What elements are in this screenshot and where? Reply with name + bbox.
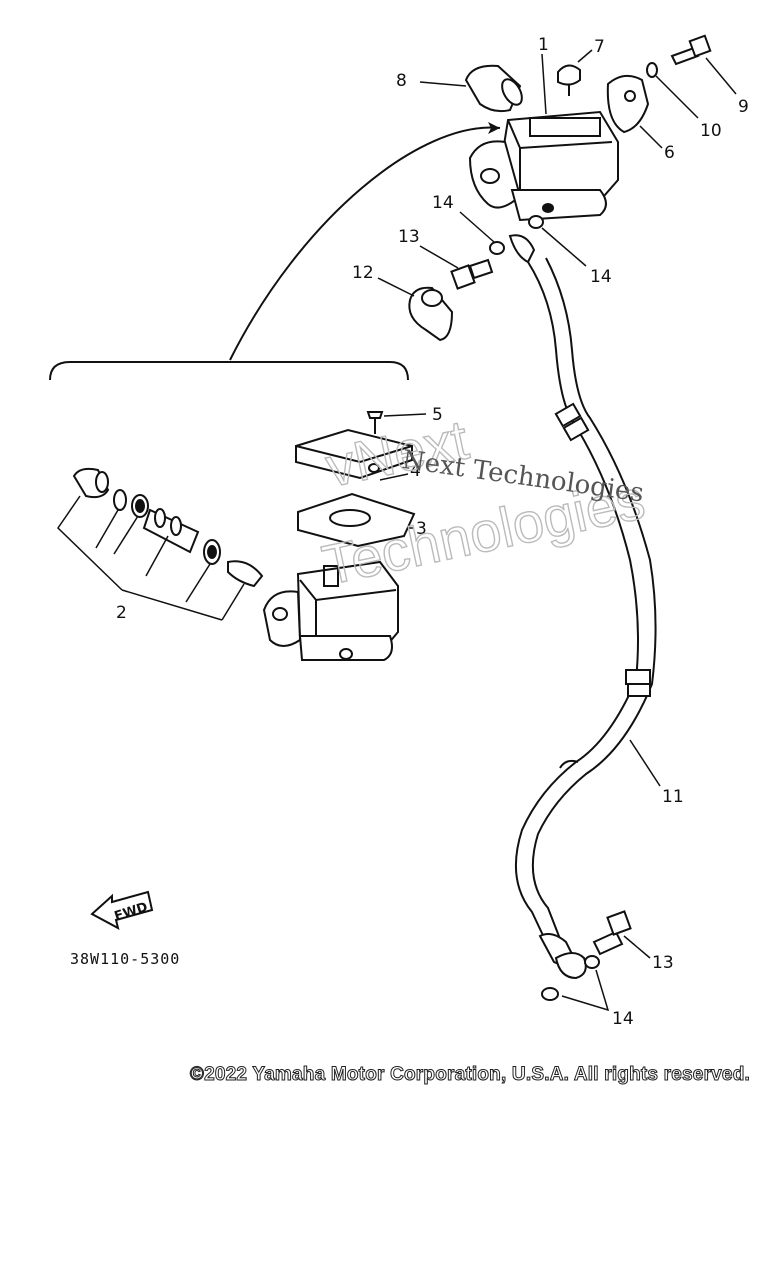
boot-part: [464, 64, 523, 113]
callout-6: 6: [664, 143, 675, 163]
callout-5: 5: [432, 405, 443, 425]
callout-4: 4: [410, 461, 421, 481]
master-cylinder-body-exploded: [262, 560, 399, 661]
brake-hose-part: [508, 234, 657, 980]
callout-2: 2: [116, 603, 127, 623]
copper-washer-upper-right: [528, 215, 544, 229]
reservoir-cover-part: [295, 428, 413, 480]
reservoir-screw-part: [366, 411, 384, 434]
union-bolt-lower-part: [592, 910, 632, 956]
reservoir-cap-part: [557, 64, 581, 96]
clamp-part: [606, 74, 650, 134]
callout-7: 7: [594, 37, 605, 57]
callout-11: 11: [662, 787, 684, 807]
callout-9: 9: [738, 97, 749, 117]
callout-13-upper: 13: [398, 227, 420, 247]
part-code: 38W110-5300: [70, 950, 180, 968]
callout-3: 3: [416, 519, 427, 539]
washer-part: [646, 62, 658, 78]
diaphragm-part: [297, 492, 416, 548]
callout-1: 1: [538, 35, 549, 55]
copper-washer-lower-left: [541, 987, 559, 1001]
callout-12: 12: [352, 263, 374, 283]
callout-8: 8: [396, 71, 407, 91]
callout-14-lower: 14: [612, 1009, 634, 1029]
callout-13-lower: 13: [652, 953, 674, 973]
bolt-part: [670, 34, 712, 66]
master-cylinder-assembly: [468, 110, 619, 222]
callout-10: 10: [700, 121, 722, 141]
union-bolt-upper-part: [450, 258, 494, 290]
callout-14-upper-right: 14: [590, 267, 612, 287]
piston-kit-leaders: [57, 495, 245, 621]
callout-14-upper-left: 14: [432, 193, 454, 213]
piston-kit-part: [72, 467, 264, 588]
copper-washer-upper-left: [489, 241, 505, 255]
copyright-notice: ©2022 Yamaha Motor Corporation, U.S.A. A…: [189, 1064, 750, 1086]
banjo-cover-part: [408, 286, 454, 342]
detail-bracket: [49, 361, 409, 381]
detail-leader-curve: [229, 126, 501, 361]
detail-arrowhead: [488, 122, 500, 134]
copper-washer-lower-right: [584, 955, 600, 969]
forward-arrow-icon: FWD: [90, 890, 154, 930]
